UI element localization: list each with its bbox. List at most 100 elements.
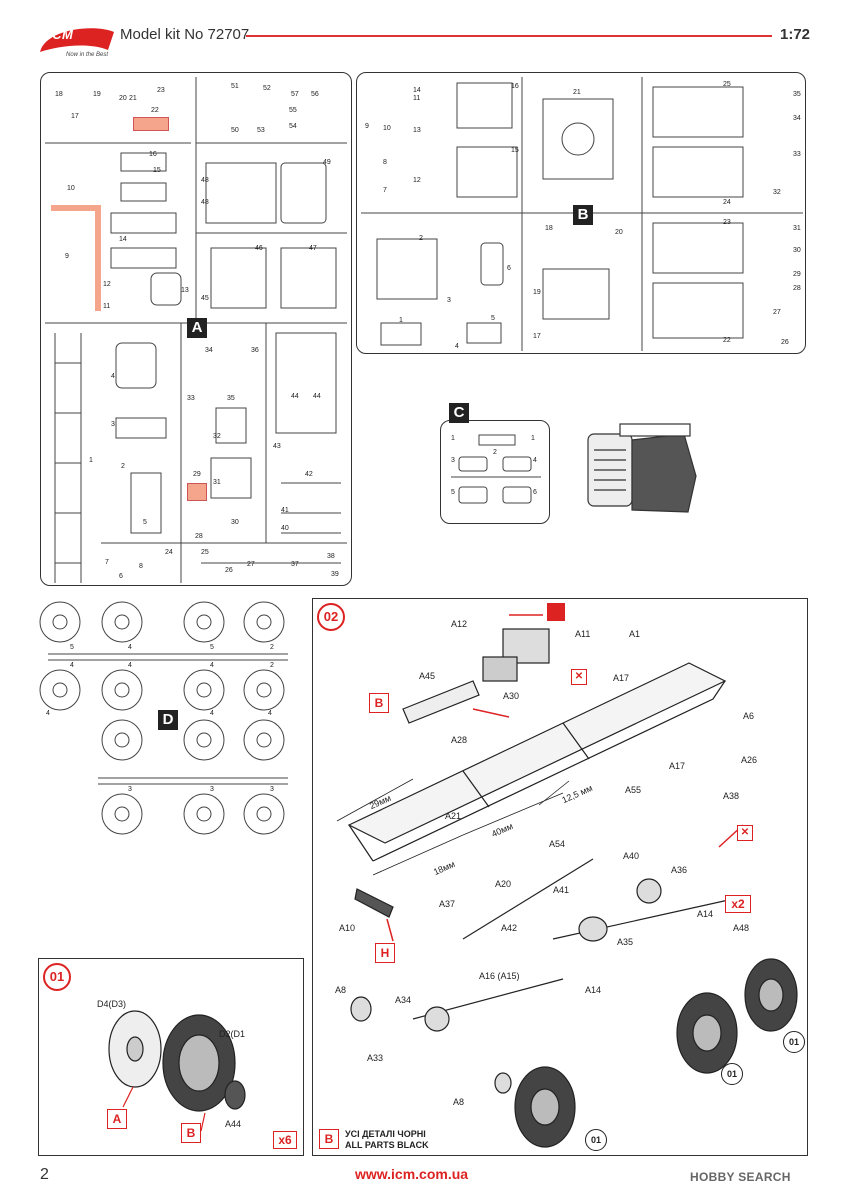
callout-a44: A44 <box>225 1119 242 1129</box>
part-number: 4 <box>210 662 214 669</box>
logo-text: ICM <box>48 27 74 42</box>
callout-a30: A30 <box>503 691 520 701</box>
part-number: 31 <box>793 225 801 232</box>
part-number: 16 <box>511 83 519 90</box>
part-number: 36 <box>251 347 259 354</box>
part-number: 19 <box>93 91 101 98</box>
part-number: 4 <box>46 710 50 717</box>
part-number: 13 <box>181 287 189 294</box>
part-number: 4 <box>70 662 74 669</box>
callout-a20: A20 <box>495 879 512 889</box>
callout-a21: A21 <box>445 811 462 821</box>
part-number: 5 <box>491 315 495 322</box>
part-number: 47 <box>309 245 317 252</box>
part-number: 4 <box>455 343 459 350</box>
note-marker-b: B <box>319 1129 339 1149</box>
part-number: 11 <box>413 95 421 102</box>
part-number: 15 <box>511 147 519 154</box>
sprue-d-frame: D 5 4 5 2 4 2 4 4 4 4 4 3 3 3 <box>38 596 298 846</box>
watermark: HOBBY SEARCH <box>690 1170 791 1184</box>
part-number: 23 <box>157 87 165 94</box>
callout-a17: A17 <box>613 673 630 683</box>
header-rule <box>246 35 772 37</box>
part-number: 3 <box>447 297 451 304</box>
sprue-d-drawing <box>39 601 288 835</box>
sprue-b-frame: B 11 9 10 14 16 13 15 8 12 7 21 25 35 34… <box>356 72 806 354</box>
part-number: 39 <box>331 571 339 578</box>
part-number: 37 <box>291 561 299 568</box>
part-number: 3 <box>210 786 214 793</box>
part-number: 2 <box>270 662 274 669</box>
no-glue-icon: ✕ <box>737 825 753 841</box>
marker-b: B <box>369 693 389 713</box>
part-number: 5 <box>210 644 214 651</box>
part-number: 7 <box>383 187 387 194</box>
sprue-a-drawing <box>45 77 347 583</box>
part-number: 5 <box>451 489 455 496</box>
part-number: 55 <box>289 107 297 114</box>
part-number: 31 <box>213 479 221 486</box>
part-number: 5 <box>143 519 147 526</box>
logo-tagline: Now in the Best <box>66 52 109 58</box>
part-number: 1 <box>399 317 403 324</box>
part-number: 21 <box>129 95 137 102</box>
marker-a: A <box>107 1109 127 1129</box>
part-number: 3 <box>451 457 455 464</box>
callout-a17: A17 <box>669 761 686 771</box>
part-number: 6 <box>119 573 123 580</box>
callout-a45: A45 <box>419 671 436 681</box>
multiplier-x6: x6 <box>273 1131 297 1149</box>
part-number: 21 <box>573 89 581 96</box>
callout-a11: A11 <box>575 629 591 639</box>
part-number: 9 <box>65 253 69 260</box>
callout-a1: A1 <box>629 629 641 639</box>
website-link[interactable]: www.icm.com.ua <box>355 1166 469 1182</box>
callout-a41: A41 <box>553 885 570 895</box>
part-number: 28 <box>793 285 801 292</box>
marker-b: B <box>181 1123 201 1143</box>
part-number: 32 <box>213 433 221 440</box>
callout-a36: A36 <box>671 865 688 875</box>
callout-a35: A35 <box>617 937 634 947</box>
sprue-c-label: C <box>449 403 469 423</box>
part-number: 26 <box>781 339 789 346</box>
callout-a37: A37 <box>439 899 456 909</box>
part-number: 43 <box>273 443 281 450</box>
callout-a33: A33 <box>367 1053 384 1063</box>
multiplier-x2: x2 <box>725 895 751 913</box>
part-number: 4 <box>210 710 214 717</box>
part-number: 32 <box>773 189 781 196</box>
callout-a14: A14 <box>585 985 602 995</box>
note-all-parts-black-ua: УСІ ДЕТАЛІ ЧОРНІ <box>345 1129 426 1139</box>
part-number: 49 <box>323 159 331 166</box>
scale-label: 1:72 <box>780 26 811 43</box>
step-01-box: 01 D4(D3) D2(D1 A44 A B x6 <box>38 958 304 1156</box>
part-number: 1 <box>531 435 535 442</box>
part-number: 11 <box>103 303 111 310</box>
part-number: 16 <box>149 151 157 158</box>
part-number: 6 <box>533 489 537 496</box>
part-number: 44 <box>313 393 321 400</box>
part-number: 50 <box>231 127 239 134</box>
part-number: 28 <box>195 533 203 540</box>
highlight-part-22 <box>133 117 169 131</box>
part-number: 30 <box>231 519 239 526</box>
part-number: 15 <box>153 167 161 174</box>
marker-h: H <box>375 943 395 963</box>
note-all-parts-black-en: ALL PARTS BLACK <box>345 1140 429 1150</box>
callout-a38: A38 <box>723 791 740 801</box>
part-number: 52 <box>263 85 271 92</box>
callout-a55: A55 <box>625 785 642 795</box>
part-number: 12 <box>413 177 421 184</box>
callout-a54: A54 <box>549 839 566 849</box>
part-number: 48 <box>201 177 209 184</box>
part-number: 18 <box>545 225 553 232</box>
page-number: 2 <box>40 1166 49 1183</box>
part-number: 4 <box>111 373 115 380</box>
part-number: 3 <box>111 421 115 428</box>
page-header: ICM Now in the Best Model kit No 72707 1… <box>0 0 848 62</box>
callout-a8: A8 <box>453 1097 465 1107</box>
part-number: 19 <box>533 289 541 296</box>
part-number: 22 <box>151 107 159 114</box>
callout-a10: A10 <box>339 923 356 933</box>
